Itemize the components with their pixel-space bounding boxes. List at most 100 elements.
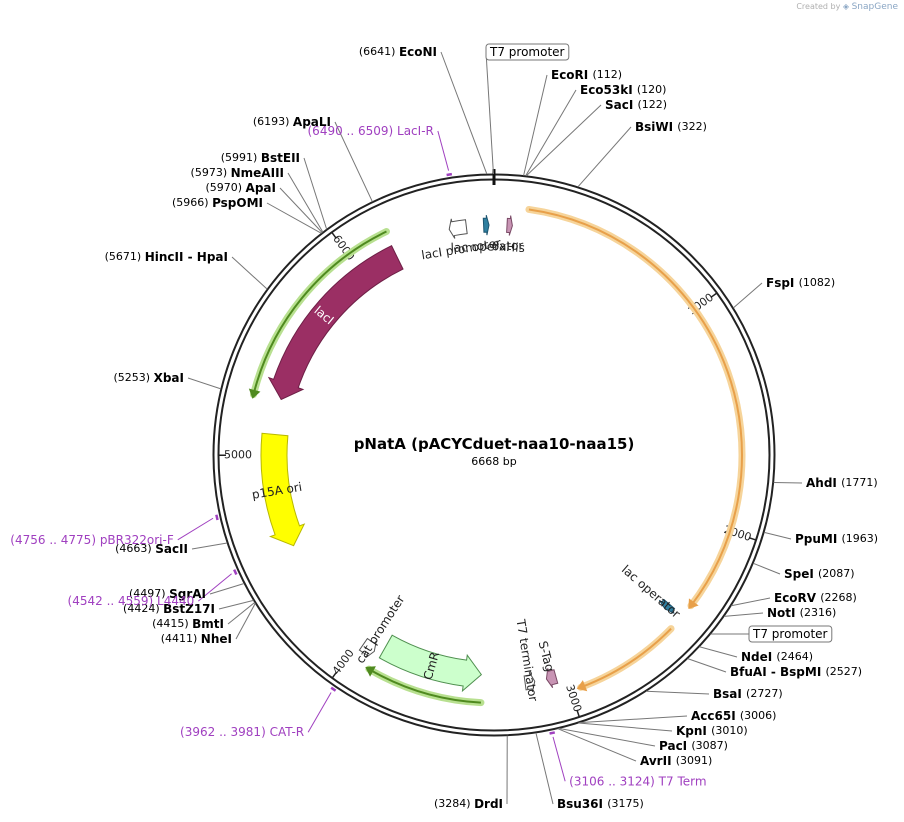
feature-s-tag[interactable]: S-Tag xyxy=(536,640,559,689)
site-position: (6641) xyxy=(359,45,399,58)
svg-text:NdeI (2464): NdeI (2464) xyxy=(741,650,813,664)
site-position: (3087) xyxy=(691,739,728,752)
boxed-label-frame xyxy=(485,43,570,61)
primer-pbr322ori-f[interactable] xyxy=(215,514,219,521)
site-label-xbai[interactable]: (5253) XbaI xyxy=(114,371,184,385)
plasmid-size: 6668 bp xyxy=(471,455,516,468)
site-label-ppumi[interactable]: PpuMI (1963) xyxy=(795,532,878,546)
leader-avrii xyxy=(557,728,637,762)
site-name: KpnI xyxy=(676,724,711,738)
leader-nmeaiii xyxy=(287,172,324,233)
primer-name: L4440 xyxy=(157,594,194,608)
svg-text:(4663) SacII: (4663) SacII xyxy=(115,542,188,556)
leader-apali xyxy=(334,121,373,202)
feature-6xhis[interactable]: 6xHis xyxy=(491,215,525,256)
feature-p15a-ori[interactable]: p15A ori xyxy=(251,432,306,547)
leader-bsiwi xyxy=(577,126,632,188)
svg-text:Bsu36I (3175): Bsu36I (3175) xyxy=(557,797,644,811)
site-label-sacii[interactable]: (4663) SacII xyxy=(115,542,188,556)
site-position: (4424) xyxy=(123,602,163,615)
primer-t7-term[interactable] xyxy=(549,731,556,735)
site-label-nhei[interactable]: (4411) NheI xyxy=(161,632,232,646)
svg-text:Acc65I (3006): Acc65I (3006) xyxy=(691,709,776,723)
feature-t7-terminator[interactable]: T7 terminator xyxy=(513,617,540,702)
primer-label-cat-r[interactable]: (3962 .. 3981) CAT-R xyxy=(180,725,304,739)
site-label-nmeaiii[interactable]: (5973) NmeAIII xyxy=(191,166,284,180)
feature-lac-operator[interactable]: lac operator xyxy=(450,214,524,255)
site-label-hincii-hpai[interactable]: (5671) HincII - HpaI xyxy=(105,250,228,264)
leader-acc65i xyxy=(579,715,688,724)
site-label-saci[interactable]: SacI (122) xyxy=(605,98,667,112)
primer-mark-laci-r xyxy=(446,172,453,177)
leader-ecori xyxy=(523,74,548,176)
primer-label-l4440[interactable]: (4542 .. 4559) L4440 xyxy=(68,594,195,608)
primer-cat-r[interactable] xyxy=(330,686,337,692)
site-name: SacI xyxy=(605,98,638,112)
site-position: (122) xyxy=(638,98,668,111)
site-label-ahdi[interactable]: AhdI (1771) xyxy=(806,476,878,490)
site-label-apai[interactable]: (5970) ApaI xyxy=(205,181,276,195)
site-label-apali[interactable]: (6193) ApaLI xyxy=(253,115,331,129)
svg-text:(5671) HincII - HpaI: (5671) HincII - HpaI xyxy=(105,250,228,264)
svg-text:BfuAI - BspMI (2527): BfuAI - BspMI (2527) xyxy=(730,665,862,679)
primer-l4440[interactable] xyxy=(233,569,238,576)
site-label-sgrai[interactable]: (4497) SgrAI xyxy=(129,587,206,601)
site-label-econi[interactable]: (6641) EcoNI xyxy=(359,45,437,59)
site-name: BstEII xyxy=(261,151,300,165)
site-label-bfuai-bspmi[interactable]: BfuAI - BspMI (2527) xyxy=(730,665,862,679)
plasmid-name: pNatA (pACYCduet-naa10-naa15) xyxy=(354,435,635,453)
site-label-drdi[interactable]: (3284) DrdI xyxy=(434,797,503,811)
feature-cmr[interactable]: CmR xyxy=(378,634,483,693)
site-label-paci[interactable]: PacI (3087) xyxy=(659,739,728,753)
site-label-kpni[interactable]: KpnI (3010) xyxy=(676,724,748,738)
site-label-noti[interactable]: NotI (2316) xyxy=(767,606,836,620)
leader-bstz17i xyxy=(218,599,254,610)
boxed-label-t7-promoter[interactable]: T7 promoter xyxy=(485,43,570,61)
site-label-pspomi[interactable]: (5966) PspOMI xyxy=(172,196,263,210)
site-label-bsteii[interactable]: (5991) BstEII xyxy=(221,151,300,165)
leader-nhei xyxy=(235,603,256,640)
site-name: Bsu36I xyxy=(557,797,607,811)
site-label-bmti[interactable]: (4415) BmtI xyxy=(152,617,224,631)
primer-range: (4542 .. 4559) xyxy=(68,594,158,608)
site-label-avrii[interactable]: AvrII (3091) xyxy=(640,754,712,768)
feature-shape-cmr xyxy=(378,634,483,693)
site-label-bstz17i[interactable]: (4424) BstZ17I xyxy=(123,602,215,616)
site-label-eco53ki[interactable]: Eco53kI (120) xyxy=(580,83,666,97)
primer-laci-r[interactable] xyxy=(446,172,453,177)
site-label-spei[interactable]: SpeI (2087) xyxy=(784,567,855,581)
site-label-bsu36i[interactable]: Bsu36I (3175) xyxy=(557,797,644,811)
site-label-acc65i[interactable]: Acc65I (3006) xyxy=(691,709,776,723)
primer-range: (3106 .. 3124) xyxy=(569,774,659,788)
leader-t7-term xyxy=(552,736,566,782)
site-name: EcoNI xyxy=(399,45,437,59)
site-name: BsaI xyxy=(713,687,746,701)
leader-apai xyxy=(279,187,323,233)
feature-lac-operator-2[interactable]: lac operator xyxy=(619,562,683,620)
leader-sgrai xyxy=(209,583,245,595)
feature-laci[interactable]: lacI xyxy=(267,245,404,401)
svg-text:(5970) ApaI: (5970) ApaI xyxy=(205,181,276,195)
site-label-fspi[interactable]: FspI (1082) xyxy=(766,276,835,290)
boxed-label-t7-promoter[interactable]: T7 promoter xyxy=(748,625,833,643)
primer-label-laci-r[interactable]: (6490 .. 6509) LacI-R xyxy=(308,123,434,137)
leader-ecorv xyxy=(731,597,771,607)
leader-fspi xyxy=(733,282,763,309)
site-position: (1771) xyxy=(841,476,878,489)
tick-1000 xyxy=(710,292,718,299)
primer-label-pbr322ori-f[interactable]: (4756 .. 4775) pBR322ori-F xyxy=(10,532,174,546)
leader-bsai xyxy=(646,690,710,695)
primer-name: pBR322ori-F xyxy=(100,532,174,546)
site-label-ecori[interactable]: EcoRI (112) xyxy=(551,68,622,82)
site-name: ApaLI xyxy=(293,115,331,129)
primer-label-t7-term[interactable]: (3106 .. 3124) T7 Term xyxy=(569,774,706,788)
site-position: (5253) xyxy=(114,371,154,384)
site-name: ApaI xyxy=(246,181,276,195)
site-label-bsiwi[interactable]: BsiWI (322) xyxy=(635,120,707,134)
credit-brand: SnapGene xyxy=(851,2,898,12)
site-label-ecorv[interactable]: EcoRV (2268) xyxy=(774,591,857,605)
site-name: NotI xyxy=(767,606,800,620)
leader-xbai xyxy=(187,377,222,390)
site-label-ndei[interactable]: NdeI (2464) xyxy=(741,650,813,664)
site-label-bsai[interactable]: BsaI (2727) xyxy=(713,687,783,701)
